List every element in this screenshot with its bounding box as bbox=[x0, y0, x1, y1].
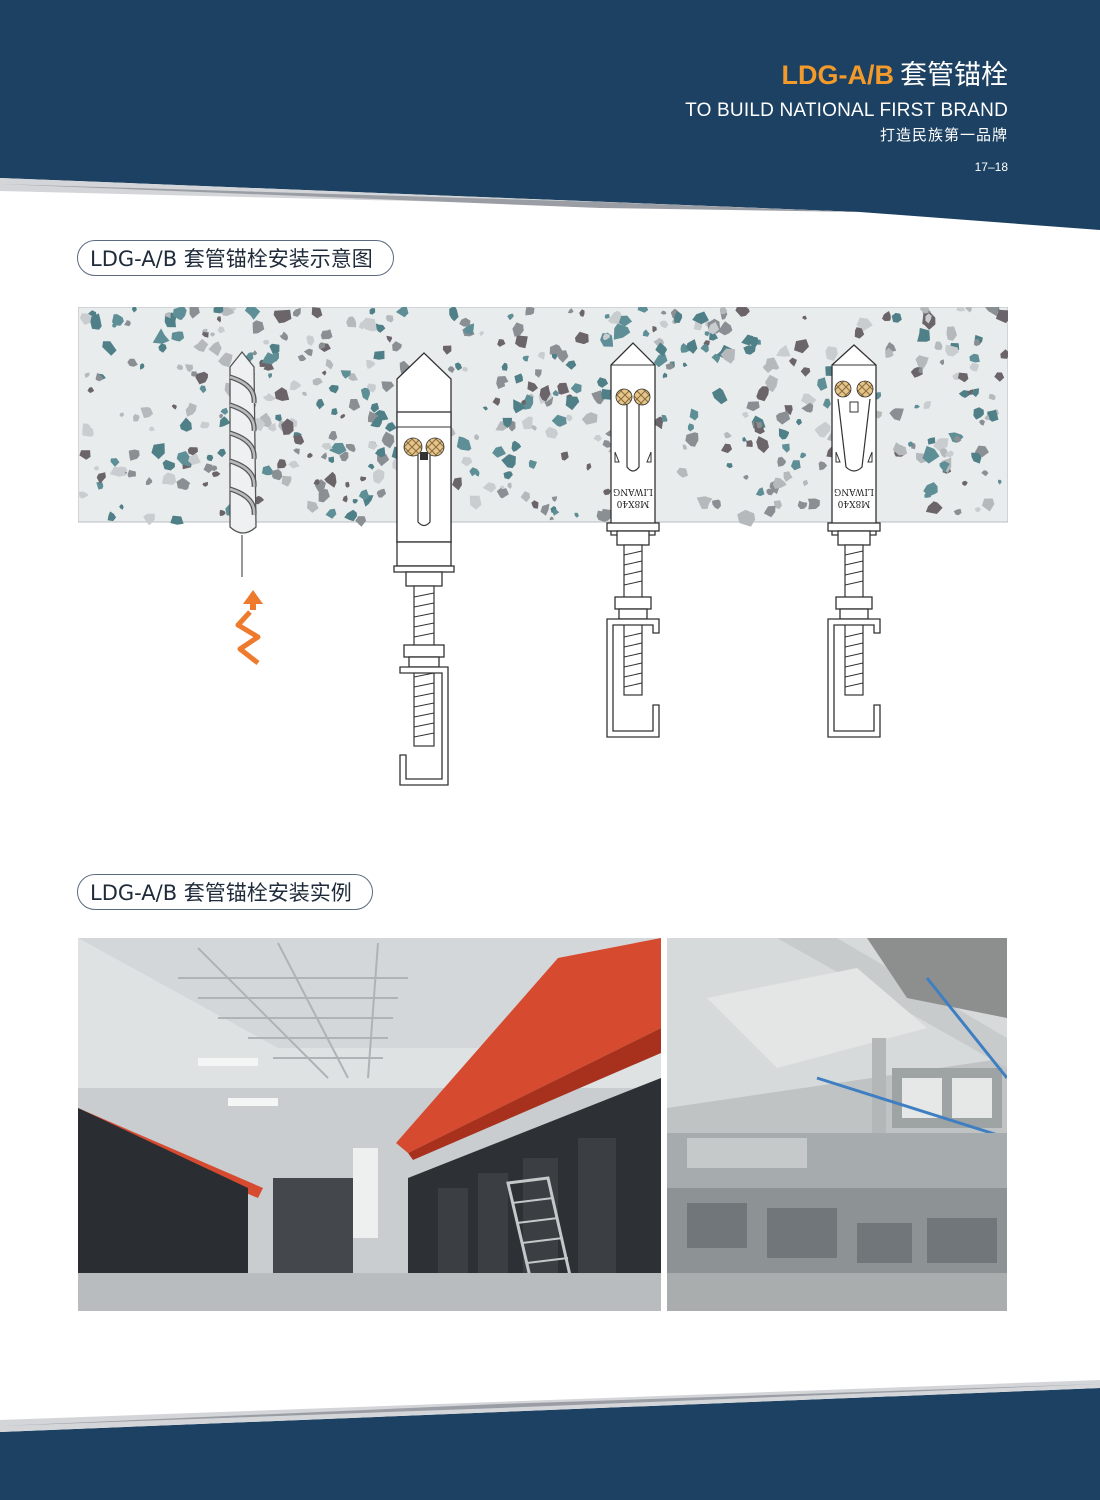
slogan-english: TO BUILD NATIONAL FIRST BRAND bbox=[685, 100, 1008, 121]
slogan-chinese: 打造民族第一品牌 bbox=[879, 126, 1008, 144]
anchor-marking-line2: M8X40 bbox=[837, 498, 870, 508]
installation-diagram: LIWANG M8X40 LIWANG M8X40 bbox=[78, 307, 1008, 786]
anchor-marking-line1: LIWANG bbox=[834, 486, 874, 496]
section-title-photos: LDG-A/B 套管锚栓安装实例 bbox=[77, 874, 373, 910]
anchor-step-4: LIWANG M8X40 bbox=[827, 344, 881, 738]
rotate-up-arrow-icon bbox=[235, 590, 263, 665]
concrete-aggregate bbox=[79, 307, 1008, 527]
drill-bit-icon bbox=[229, 350, 257, 577]
footer-band bbox=[0, 1380, 1100, 1500]
page-number: 17–18 bbox=[974, 160, 1008, 174]
installation-photo-ceiling-ducts bbox=[667, 938, 1007, 1311]
anchor-step-2: LIWANG M8X40 bbox=[393, 352, 455, 786]
anchor-marking-line2: M8X40 bbox=[616, 498, 649, 508]
header-band bbox=[0, 0, 1100, 230]
brand-product-name: 套管锚栓 bbox=[900, 60, 1008, 91]
section-title-diagram: LDG-A/B 套管锚栓安装示意图 bbox=[77, 240, 394, 276]
installation-photo-server-room bbox=[78, 938, 661, 1311]
anchor-marking-line1: LIWANG bbox=[613, 486, 653, 496]
brand-model: LDG-A/B bbox=[781, 60, 894, 90]
anchor-step-3: LIWANG M8X40 bbox=[606, 342, 660, 738]
